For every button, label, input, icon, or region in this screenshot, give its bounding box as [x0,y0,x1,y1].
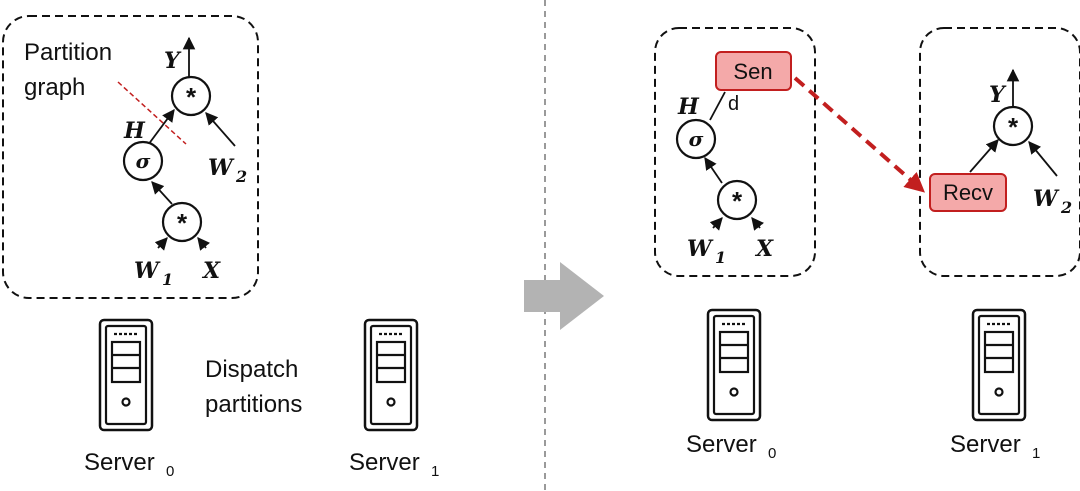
transfer-arrow [793,76,926,193]
server0-label-right: Server 0 [686,431,776,462]
sigma-node [122,140,164,182]
server-icon [971,308,1027,422]
send-node-suffix: d [728,93,739,115]
server1-label-right-base: Server [950,431,1021,458]
server1-label-sub: 1 [431,463,439,480]
send-node-label: Sen [733,59,772,84]
var-w2: W 2 [208,155,247,186]
var-h-right: H [677,94,700,120]
var-x-right: X [754,236,774,262]
server1-label-right: Server 1 [950,431,1040,462]
recv-node [929,173,1007,212]
dispatch-label-line1: Dispatch [205,356,298,383]
edge-w1-to-mul [154,237,168,251]
var-x: X [201,258,221,284]
var-w1-right-sub: 1 [715,248,726,267]
var-w1-sub: 1 [162,270,173,289]
sigma-node-right [675,118,717,160]
server0-partition-box [654,27,816,277]
var-w2-sub: 2 [235,167,247,186]
server0-label-sub: 0 [166,463,174,480]
sigma-node-right-label: σ [689,127,704,151]
partition-cut-line [117,81,187,145]
var-w1-right: W 1 [687,236,726,267]
var-w1: W 1 [134,258,173,289]
partition-label-line1: Partition [24,39,112,66]
var-w2-right-base: W [1033,186,1060,212]
partition-group-box [2,15,259,299]
partition-label-line2: graph [24,74,85,101]
server1-label-base: Server [349,449,420,476]
mul-node-top-label: * [186,82,197,112]
server0-label-right-sub: 0 [768,445,776,462]
edge-sigma-to-send [709,91,726,121]
server-icon [363,318,419,432]
edge-sigma-to-mul [147,108,175,146]
edge-w2-to-mul [205,112,236,147]
var-w2-right-sub: 2 [1060,198,1072,217]
edge-x-to-mul-right [751,217,765,231]
mul-node-right-bottom-label: * [732,186,743,216]
mul-node-right-top-label: * [1008,112,1019,142]
dispatch-label-line2: partitions [205,391,302,418]
edge-mul-to-sigma [151,181,173,205]
mul-node-right-top [992,105,1034,147]
edge-x-to-mul [197,237,211,251]
mul-node-bottom [161,201,203,243]
sigma-node-label: σ [136,149,151,173]
arrow-right-icon [524,262,604,330]
left-panel: Partition graph * σ * Y H W 2 W 1 X Disp… [2,15,439,480]
server-icon [706,308,762,422]
mul-node-top [170,75,212,117]
right-panel: Sen d σ * H W 1 X * Recv Y W 2 [654,27,1080,462]
mul-node-right-bottom [716,179,758,221]
server1-label-right-sub: 1 [1032,445,1040,462]
var-w2-right: W 2 [1033,186,1072,217]
var-y-right: Y [989,82,1007,108]
edge-mul-to-sigma-right [704,156,723,184]
var-h: H [123,118,146,144]
edge-w2-to-mul-right [1028,141,1058,177]
edge-recv-to-mul [969,139,999,173]
recv-node-label: Recv [943,180,993,205]
server1-label-left: Server 1 [349,449,439,480]
var-y: Y [164,48,182,74]
server0-label-left: Server 0 [84,449,174,480]
mul-node-bottom-label: * [177,208,188,238]
server0-label-base: Server [84,449,155,476]
send-node [715,51,792,91]
edge-w1-to-mul-right [709,217,723,231]
server1-partition-box [919,27,1080,277]
var-w1-right-base: W [687,236,714,262]
server-icon [98,318,154,432]
var-w2-base: W [208,155,235,181]
server0-label-right-base: Server [686,431,757,458]
var-w1-base: W [134,258,161,284]
